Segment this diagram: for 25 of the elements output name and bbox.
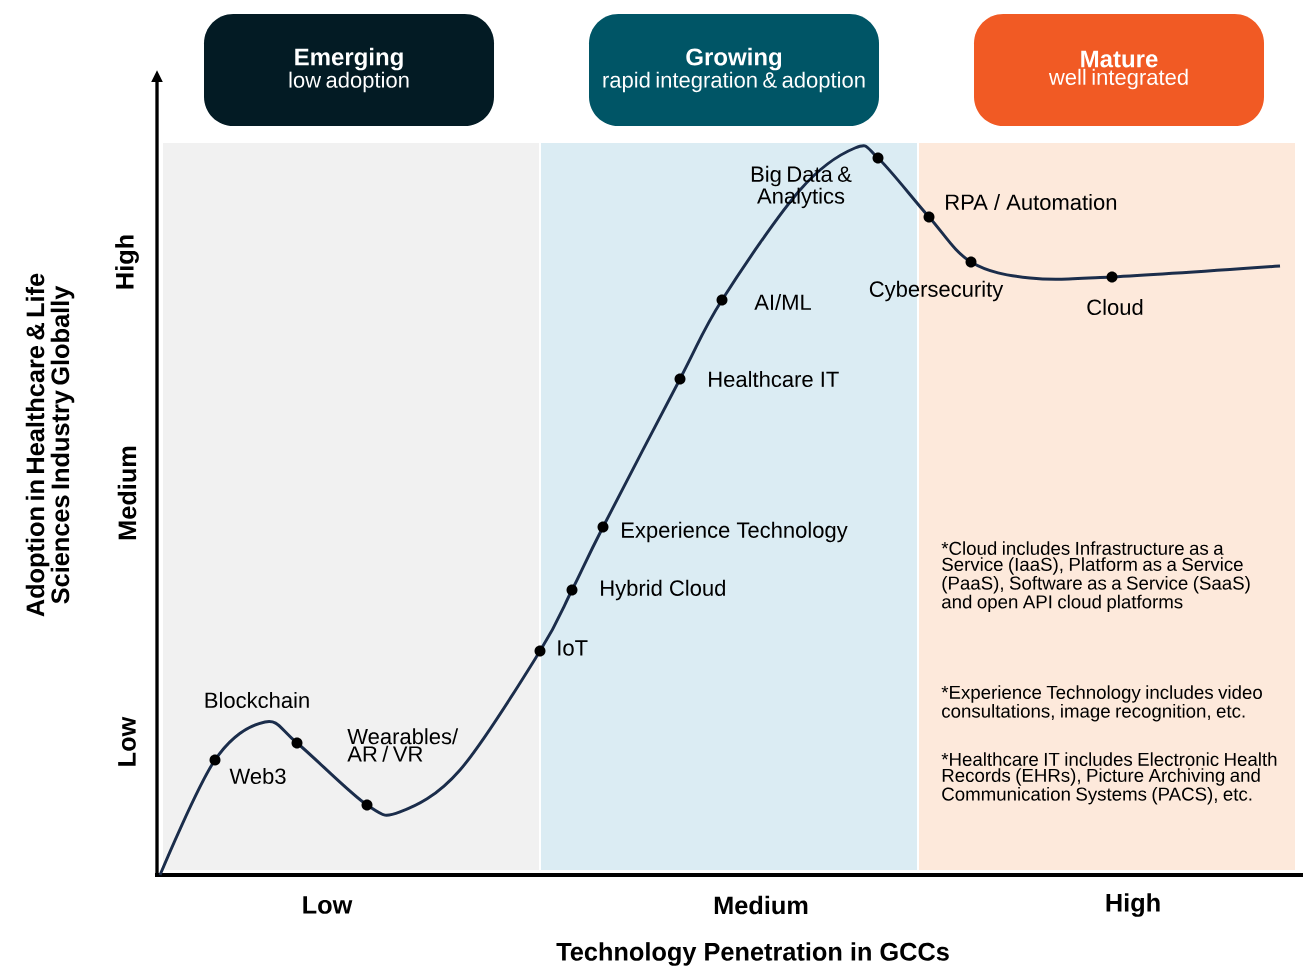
tick-label: Low: [303, 896, 353, 914]
point-label: Wearables/ AR / VR: [347, 728, 459, 762]
point-label: Healthcare IT: [709, 370, 839, 388]
stage-box: Growing rapid integration & adoption: [589, 14, 879, 126]
tick-label: Low: [118, 716, 136, 766]
point-label: IoT: [558, 640, 588, 656]
tick-label: High: [1106, 893, 1160, 917]
point-label: Hybrid Cloud: [601, 579, 725, 601]
stage-box: Emerging low adoption: [204, 14, 494, 126]
point-label: AI/ML: [754, 293, 811, 311]
point-label: Blockchain: [205, 691, 309, 709]
footnote: *Experience Technology includes video consultations, image recognition, etc.: [941, 685, 1262, 722]
point-label: RPA / Automation: [946, 193, 1117, 211]
footnote: *Healthcare IT includes Electronic Health Records (EHRs), Picture Archiving and Communication Systems (PACS), etc.: [941, 752, 1277, 805]
tick-label: Medium: [714, 895, 808, 915]
point-label: Web3: [229, 767, 286, 785]
tick-label: High: [115, 235, 139, 289]
footnote: *Cloud includes Infrastructure as a Service (IaaS), Platform as a Service (PaaS), Software as a Service (SaaS) and open API cloud platforms: [941, 541, 1250, 613]
tick-label: Medium: [117, 446, 137, 540]
point-label: Cloud: [1087, 298, 1143, 316]
stage-box: Mature well integrated: [974, 14, 1264, 126]
axis-title: Technology Penetration in GCCs: [556, 942, 949, 966]
axis-title: Adoption in Healthcare & Life Sciences Industry Globally: [25, 273, 75, 617]
point-label: Experience Technology: [622, 521, 848, 543]
point-label: Cybersecurity: [869, 280, 1004, 302]
